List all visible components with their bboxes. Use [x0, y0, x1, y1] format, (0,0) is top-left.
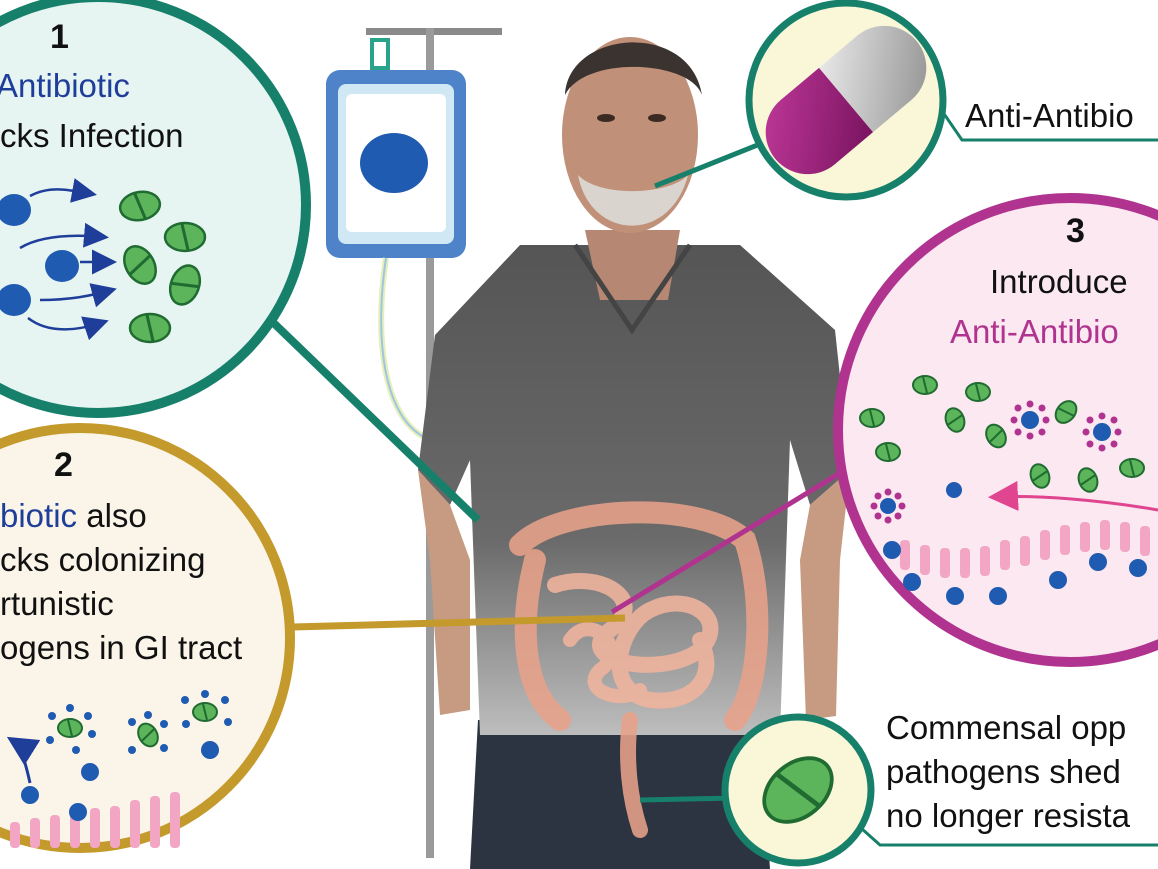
bottom-label-line-2: pathogens shed	[886, 753, 1121, 790]
panel-3-line-1: Introduce	[990, 263, 1128, 300]
antibiotic-molecules	[0, 194, 79, 316]
panel-2-antibiotic-blocks-colonizing	[0, 423, 626, 853]
bottom-label-line-1: Commensal opp	[886, 709, 1127, 746]
shed-bacterium-callout	[639, 713, 1158, 867]
antibiotic-coated-bacteria	[46, 690, 232, 754]
gut-lining	[10, 792, 180, 848]
panel-2-number: 2	[54, 446, 73, 484]
iv-bag	[326, 70, 466, 258]
neutralized-antibiotic	[870, 400, 1122, 524]
panel-2-antibiotic-word: biotic	[0, 497, 78, 534]
panel-1-line-2: cks Infection	[0, 117, 184, 154]
bottom-label-line-3: no longer resista	[886, 797, 1130, 834]
panel-2-line-3: rtunistic	[0, 585, 114, 622]
panel-1-number: 1	[50, 18, 69, 56]
pill-label: Anti-Antibio	[965, 97, 1134, 134]
panel-3-introduce-anti-antibiotic	[610, 193, 1158, 667]
pill-capsule-icon	[765, 25, 927, 175]
panel-1-line-1: Antibiotic	[0, 67, 130, 104]
bacterium-icon	[762, 756, 834, 824]
anti-antibiotic-pill	[654, 0, 1158, 201]
antibiotic-arrows	[19, 178, 117, 341]
intestines-illustration	[509, 501, 769, 838]
antibiotic-molecule-icon	[360, 133, 428, 193]
panel-2-also: also	[77, 497, 147, 534]
panel-1-antibiotic-blocks-infection	[0, 0, 481, 523]
panel-3-number: 3	[1066, 212, 1085, 250]
panel-3-line-2: Anti-Antibio	[950, 313, 1119, 350]
panel-2-line-1: biotic also	[0, 496, 147, 536]
panel-2-line-2: cks colonizing	[0, 541, 206, 578]
gut-lining-3	[900, 520, 1150, 578]
panel-2-line-4: ogens in GI tract	[0, 629, 243, 666]
